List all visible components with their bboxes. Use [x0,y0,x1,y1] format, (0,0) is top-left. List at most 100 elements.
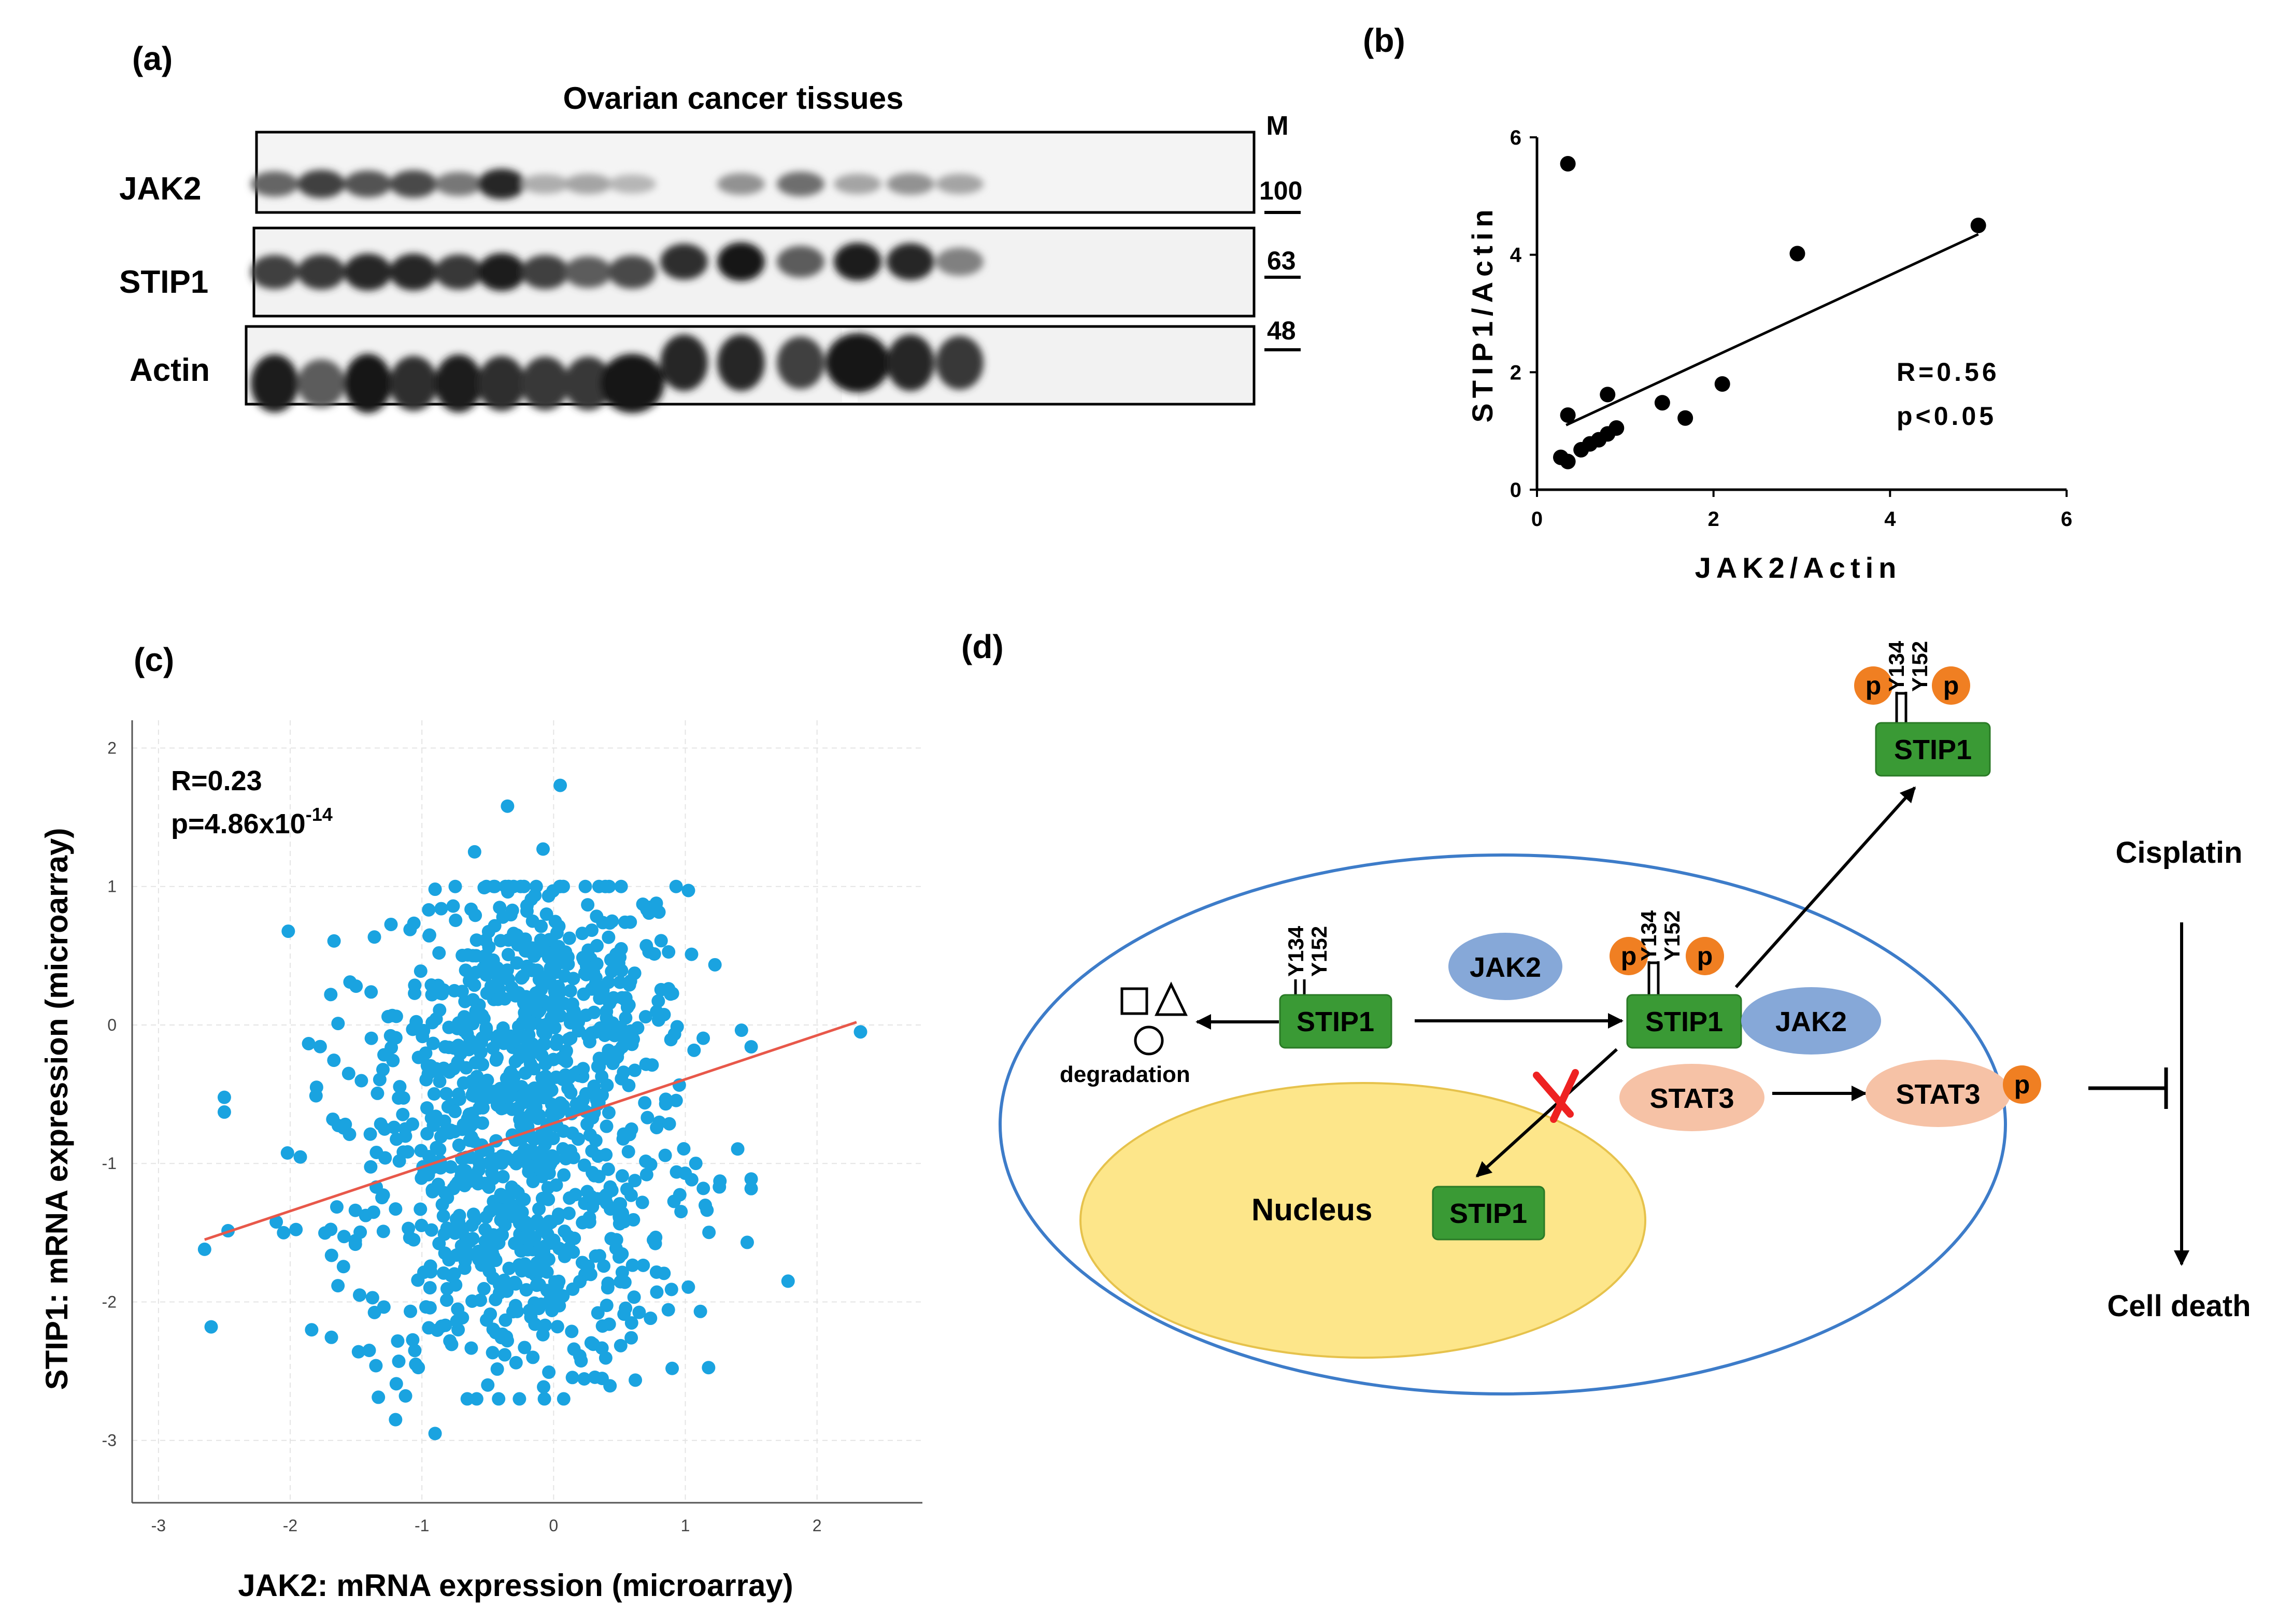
panel-c-point [420,1101,434,1115]
panel-c-point [490,968,504,982]
band-stip1-lane-14 [887,243,934,280]
panel-c-point [577,1372,591,1386]
panel-c-point [391,1334,405,1348]
panel-c-point [428,882,442,896]
panel-c-point [563,1144,577,1158]
panel-c-point [536,842,550,856]
panel-b-point [1714,376,1730,392]
panel-c-point [538,1027,552,1041]
panel-c-point [376,1188,390,1202]
p-value-exponent: -14 [306,804,333,825]
panel-c-point [422,928,436,942]
panel-b-xtick-label: 6 [2061,508,2072,531]
panel-c-point [431,978,445,992]
panel-c-point [557,996,571,1010]
panel-c-point [548,915,562,929]
stip1-label-nucleus: STIP1 [1449,1198,1527,1229]
panel-c-point [374,1117,388,1131]
panel-c-point [509,1277,523,1291]
panel-c-point [651,1013,665,1027]
panel-c-point [384,917,398,931]
panel-c-point [438,1246,452,1260]
band-stip1-lane-15 [936,247,984,276]
panel-c-point [603,916,617,930]
band-actin-lane-6 [478,355,525,411]
panel-c-point [461,948,475,962]
panel-c-xtick-label: -2 [283,1516,297,1535]
panel-c-point [693,1304,707,1318]
panel-c-point [538,1318,552,1332]
panel-c-point [586,1337,600,1351]
panel-b-point [1560,453,1576,469]
stip1-label-secreted: STIP1 [1894,734,1972,765]
panel-c-xtick-label: -1 [415,1516,429,1535]
panel-c-point [421,1067,435,1081]
panel-c-point [477,1281,491,1295]
panel-c-point [619,993,633,1007]
panel-c-point [687,1043,701,1057]
panel-c-point [558,1224,572,1238]
panel-c-point [519,1283,533,1297]
panel-c-point [550,1278,564,1292]
panel-c-point [562,931,576,945]
panel-c-point [534,919,548,933]
panel-c-point [649,896,663,910]
panel-c-point [396,1091,410,1105]
panel-c-point [425,1016,439,1030]
panel-c-point [349,979,363,993]
band-actin-lane-13 [825,333,890,393]
panel-c-point [535,1071,549,1085]
panel-c-point [702,1226,716,1240]
panel-b-point [1654,395,1670,411]
panel-c-point [514,879,528,893]
panel-c-point [657,1266,671,1280]
panel-b-point [1560,156,1576,172]
phospho-label-top-left: p [1866,671,1882,700]
panel-c-point [595,1319,609,1333]
panel-c-point [535,1222,549,1236]
band-actin-lane-15 [936,336,984,390]
panel-c-point [217,1090,231,1104]
panel-c-point [402,1221,416,1235]
panel-c-xlabel: JAK2: mRNA expression (microarray) [238,1568,793,1603]
panel-c-point [497,1273,511,1287]
panel-c-point [531,1084,545,1098]
arrow-to-nucleus [1475,1048,1618,1178]
panel-c-point [546,1131,560,1145]
panel-c-point [389,1377,403,1391]
panel-c-point [625,1258,639,1272]
panel-c-point [624,1122,638,1136]
band-jak2-lane-15 [936,174,984,194]
panel-c-point [557,1168,571,1182]
panel-c-point [548,985,562,999]
panel-c-points [197,778,867,1441]
panel-c-point [567,1231,581,1245]
panel-c-point [486,1172,500,1186]
panel-c-point [553,778,567,792]
stat3-p-ellipse [1866,1060,2011,1127]
panel-c-point [696,1181,710,1195]
panel-b-ylabel: STIP1/Actin [1466,204,1499,422]
phospho-label-stat3: p [2014,1070,2030,1099]
band-stip1-lane-3 [344,253,392,291]
panel-c-point [677,1142,691,1156]
panel-c-point [204,1320,218,1334]
band-stip1-lane-12 [777,246,824,278]
panel-c-point [527,1062,541,1076]
panel-c-point [513,1392,526,1406]
band-jak2-lane-14 [887,173,934,195]
panel-c-point [669,879,683,893]
stat3-p-label: STAT3 [1896,1079,1980,1110]
phospho-circle-right [1686,937,1724,975]
panel-c-point [324,1330,338,1344]
band-actin-lane-4 [390,355,437,411]
panel-c-point [477,880,491,894]
panel-c-point [364,1031,378,1045]
y152-label-center: Y152 [1660,910,1684,961]
panel-c-point [592,1170,606,1184]
panel-c-point [518,1143,532,1157]
panel-c-ytick-label: -2 [102,1292,117,1311]
panel-c-point [645,1058,659,1072]
panel-c-ytick-label: 1 [107,877,117,896]
